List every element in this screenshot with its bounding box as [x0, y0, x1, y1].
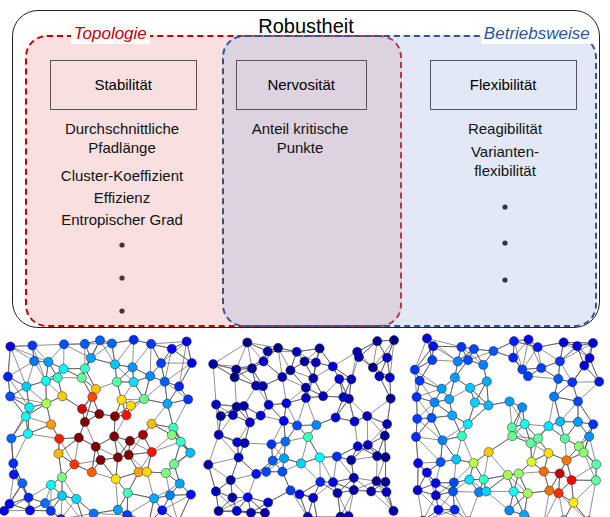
- box-label: Flexibilität: [431, 76, 576, 94]
- network-nodes: [204, 336, 399, 517]
- metric-label: Durchschnittliche Pfadlänge: [47, 119, 197, 157]
- region-label: Betriebsweise: [481, 24, 593, 44]
- metric-label: Effizienz: [47, 188, 197, 207]
- box-label: Nervosität: [237, 76, 366, 94]
- network-edges: [415, 338, 599, 517]
- frame-title: Robustheit: [13, 15, 599, 37]
- network-nodes: [0, 335, 196, 517]
- region-label: Topologie: [71, 24, 150, 44]
- metric-label: Reagibilität: [435, 119, 575, 138]
- network-edges: [4, 340, 192, 517]
- box-label: Stabilität: [51, 76, 196, 94]
- metric-label: Anteil kritische Punkte: [238, 119, 363, 157]
- metric-label: Varianten- flexibilität: [460, 142, 550, 180]
- process-box: Stabilität: [50, 60, 197, 110]
- process-box: Flexibilität: [430, 60, 577, 110]
- metric-label: Entropischer Grad: [37, 210, 207, 229]
- network-edges: [208, 340, 394, 517]
- operation-region: BetriebsweiseNervositätFlexibilität: [222, 35, 597, 327]
- process-box: Nervosität: [236, 60, 367, 110]
- network-nodes: [410, 334, 604, 517]
- metric-label: Cluster-Koeffizient: [37, 166, 207, 185]
